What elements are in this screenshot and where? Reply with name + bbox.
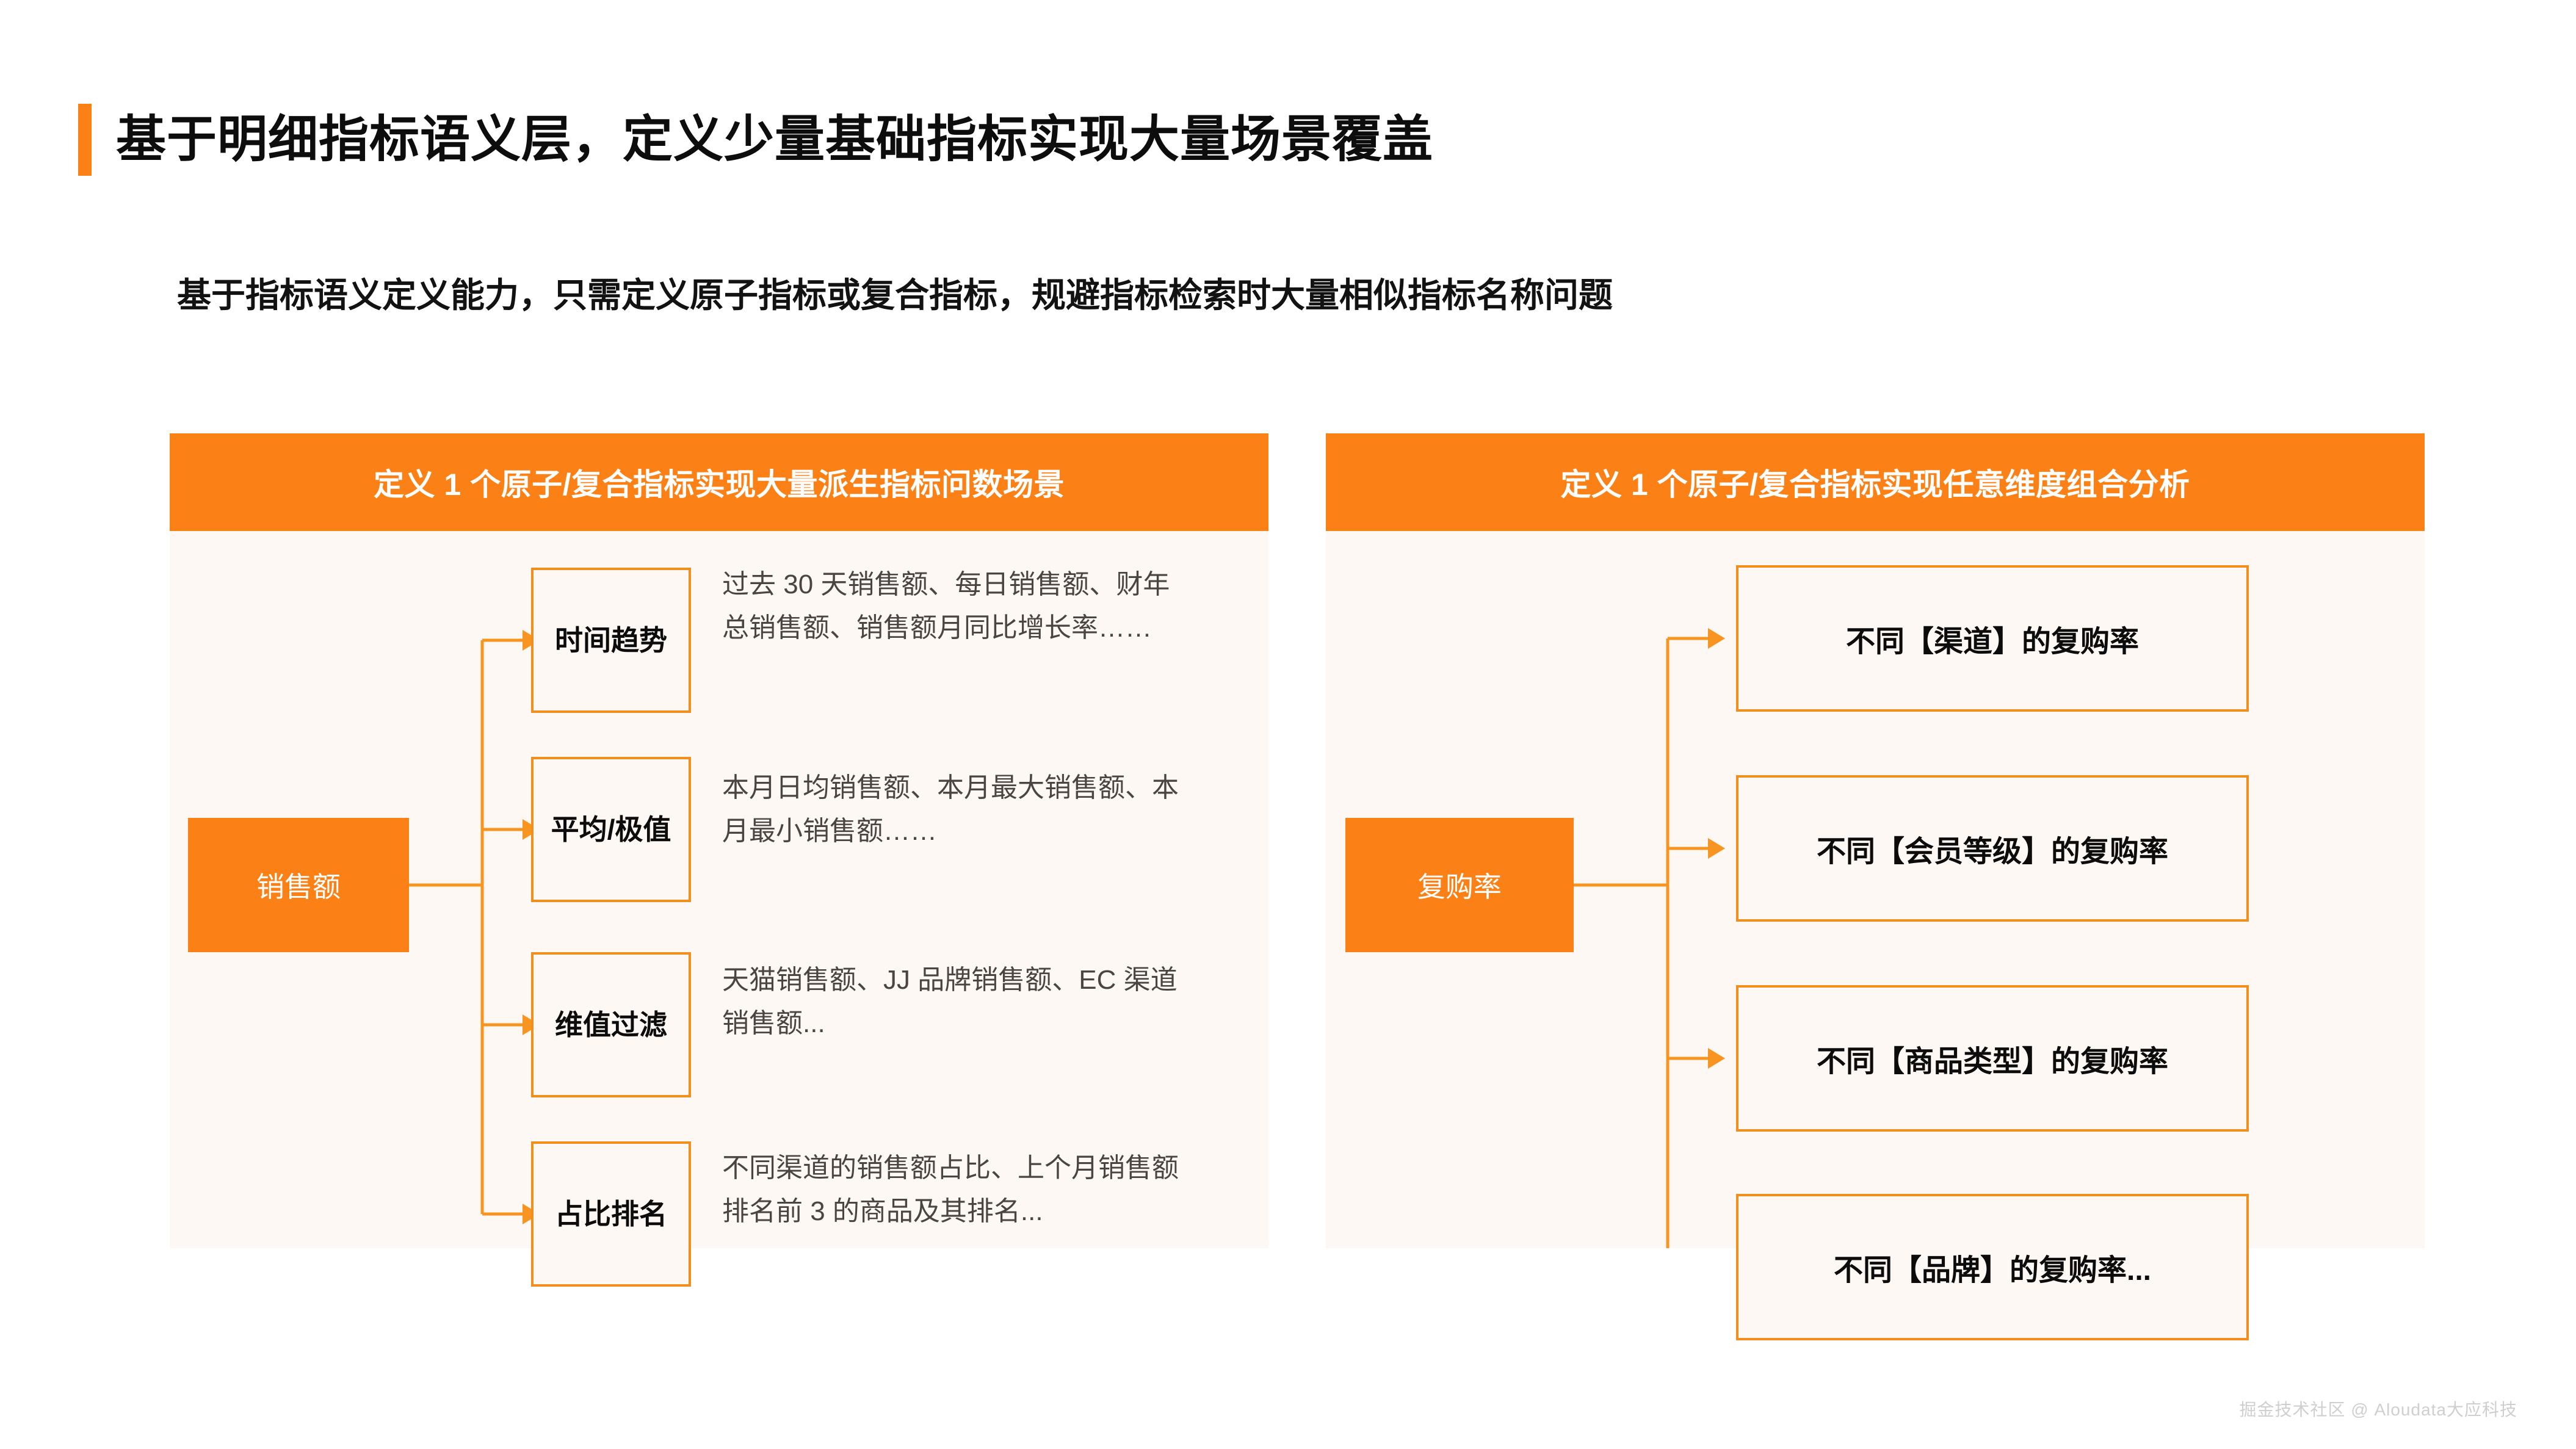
panel-header-label: 定义 1 个原子/复合指标实现大量派生指标问数场景: [374, 468, 1065, 502]
category-box-time-trend[interactable]: 时间趋势: [531, 568, 691, 713]
root-node-label: 复购率: [1417, 871, 1502, 903]
panel-header-label: 定义 1 个原子/复合指标实现任意维度组合分析: [1560, 468, 2190, 502]
root-node-sales-amount[interactable]: 销售额: [188, 818, 409, 952]
page-title: 基于明细指标语义层，定义少量基础指标实现大量场景覆盖: [78, 104, 1433, 176]
panel-derived-metrics: 定义 1 个原子/复合指标实现大量派生指标问数场景 销售额: [170, 433, 1268, 1287]
panel-body-derived-metrics: 销售额 时间趋势 平均/极值 维值过滤 占比排名 过去 30 天销售额、每日销售…: [170, 531, 1268, 1287]
page-title-text: 基于明细指标语义层，定义少量基础指标实现大量场景覆盖: [116, 111, 1434, 167]
category-description: 天猫销售额、JJ 品牌销售额、EC 渠道销售额...: [722, 965, 1178, 1039]
category-label: 占比排名: [555, 1198, 667, 1230]
category-box-average-extreme[interactable]: 平均/极值: [531, 757, 691, 902]
dimension-label: 不同【商品类型】的复购率: [1816, 1046, 2168, 1078]
dimension-label: 不同【渠道】的复购率: [1845, 626, 2139, 658]
category-description: 不同渠道的销售额占比、上个月销售额排名前 3 的商品及其排名...: [722, 1153, 1179, 1227]
dimension-box-channel[interactable]: 不同【渠道】的复购率: [1736, 565, 2249, 712]
category-description: 过去 30 天销售额、每日销售额、财年总销售额、销售额月同比增长率……: [722, 569, 1170, 643]
title-accent-bar: [78, 104, 92, 176]
category-description: 本月日均销售额、本月最大销售额、本月最小销售额……: [722, 773, 1179, 847]
panel-header-dimension-combination: 定义 1 个原子/复合指标实现任意维度组合分析: [1326, 433, 2425, 531]
panel-dimension-combination: 定义 1 个原子/复合指标实现任意维度组合分析 复购率 不同【渠道】的: [1326, 433, 2425, 1340]
dimension-box-brand[interactable]: 不同【品牌】的复购率...: [1736, 1194, 2249, 1340]
root-node-label: 销售额: [256, 871, 341, 903]
panel-header-derived-metrics: 定义 1 个原子/复合指标实现大量派生指标问数场景: [170, 433, 1268, 531]
dimension-label: 不同【会员等级】的复购率: [1816, 836, 2168, 868]
dimension-box-member-level[interactable]: 不同【会员等级】的复购率: [1736, 775, 2249, 922]
category-label: 时间趋势: [555, 624, 667, 656]
category-box-dimension-filter[interactable]: 维值过滤: [531, 952, 691, 1097]
category-label: 维值过滤: [555, 1008, 667, 1041]
page-subtitle: 基于指标语义定义能力，只需定义原子指标或复合指标，规避指标检索时大量相似指标名称…: [177, 276, 1613, 314]
category-label: 平均/极值: [551, 813, 671, 845]
dimension-box-product-type[interactable]: 不同【商品类型】的复购率: [1736, 985, 2249, 1132]
dimension-label: 不同【品牌】的复购率...: [1833, 1254, 2151, 1287]
category-box-ratio-ranking[interactable]: 占比排名: [531, 1141, 691, 1287]
panel-body-dimension-combination: 复购率 不同【渠道】的复购率 不同【会员等级】的复购率 不同【商品类型】的复购率…: [1326, 531, 2425, 1340]
watermark: 掘金技术社区 @ Aloudata大应科技: [2239, 1400, 2517, 1419]
root-node-repurchase-rate[interactable]: 复购率: [1345, 818, 1574, 952]
